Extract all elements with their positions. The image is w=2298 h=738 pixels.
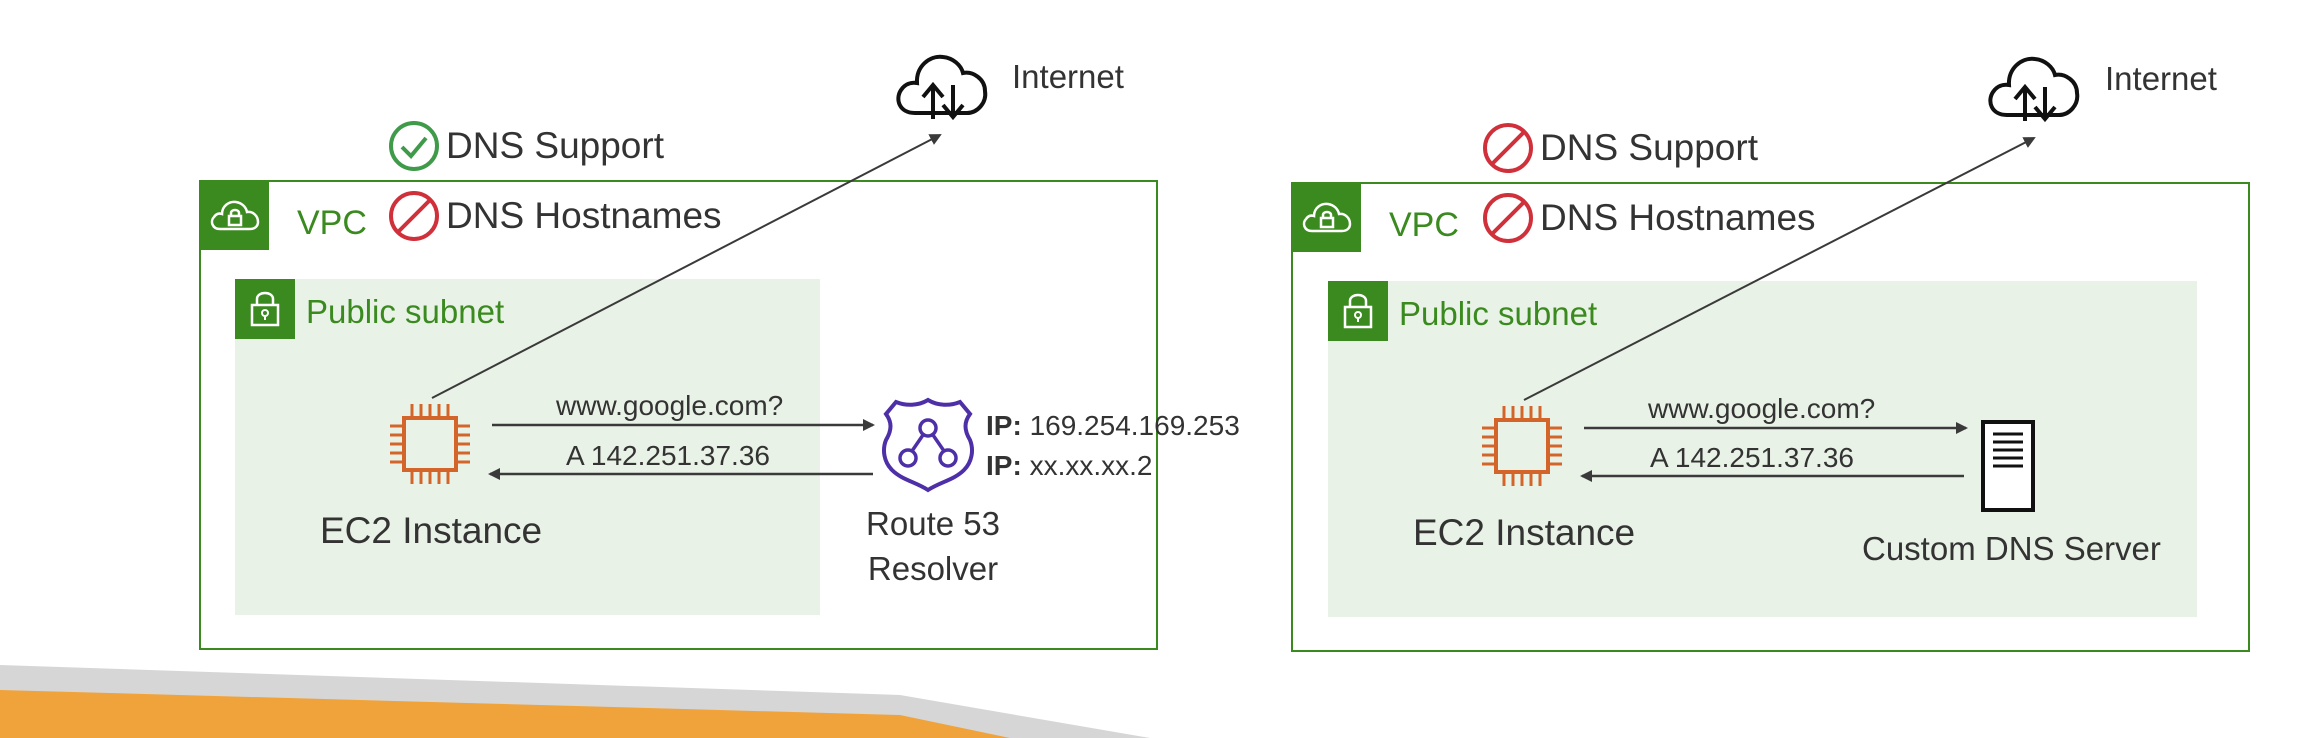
prohibited-icon bbox=[389, 191, 439, 241]
ec2-chip-icon bbox=[1482, 406, 1562, 486]
resolver-label-line1: Route 53 bbox=[866, 505, 1000, 542]
cloud-upload-download-icon bbox=[1988, 56, 2080, 123]
vpc-badge bbox=[1291, 182, 1361, 252]
public-subnet-box: Public subnet bbox=[1328, 281, 2197, 617]
vpc-label: VPC bbox=[297, 204, 367, 242]
cloud-upload-download-icon bbox=[896, 54, 988, 121]
dns-support-flag: DNS Support bbox=[1482, 122, 1758, 174]
answer-label: A 142.251.37.36 bbox=[566, 440, 770, 471]
internet-label: Internet bbox=[1012, 58, 1124, 95]
ec2-instance-label: EC2 Instance bbox=[320, 510, 543, 551]
subnet-lock-icon bbox=[1343, 293, 1373, 329]
dns-support-label: DNS Support bbox=[446, 125, 664, 166]
dns-hostnames-flag: DNS Hostnames bbox=[1482, 192, 1816, 244]
dns-support-flag: DNS Support bbox=[388, 120, 664, 172]
vpc-box: VPC bbox=[1291, 182, 2250, 652]
vpc-badge bbox=[199, 180, 269, 250]
public-subnet-box: Public subnet bbox=[235, 279, 820, 615]
resolver-ip-2: IP: xx.xx.xx.2 bbox=[986, 450, 1152, 482]
prohibited-icon bbox=[1483, 193, 1533, 243]
ec2-instance-label: EC2 Instance bbox=[1413, 512, 1636, 553]
route53-resolver-shield-icon bbox=[882, 397, 974, 493]
arrow-to-internet bbox=[1523, 137, 2036, 401]
vpc-box: VPC bbox=[199, 180, 1158, 650]
subnet-badge bbox=[1328, 281, 1388, 341]
resolver-ip-1: IP: 169.254.169.253 bbox=[986, 410, 1240, 442]
server-icon bbox=[1981, 420, 2035, 512]
dns-hostnames-flag: DNS Hostnames bbox=[388, 190, 722, 242]
subnet-label: Public subnet bbox=[1399, 295, 1598, 332]
subnet-label: Public subnet bbox=[306, 293, 505, 330]
check-circle-icon bbox=[389, 121, 439, 171]
dns-hostnames-label: DNS Hostnames bbox=[446, 195, 722, 236]
query-label: www.google.com? bbox=[556, 390, 784, 421]
subnet-badge bbox=[235, 279, 295, 339]
custom-dns-server-label: Custom DNS Server bbox=[1862, 530, 2161, 567]
prohibited-icon bbox=[1483, 123, 1533, 173]
subnet-lock-icon bbox=[250, 291, 280, 327]
ip-key: IP: bbox=[986, 410, 1022, 441]
ip-value: 169.254.169.253 bbox=[1029, 410, 1240, 441]
dns-support-label: DNS Support bbox=[1540, 127, 1758, 168]
internet-label: Internet bbox=[2105, 60, 2217, 97]
vpc-label: VPC bbox=[1389, 206, 1459, 244]
ip-value: xx.xx.xx.2 bbox=[1029, 450, 1153, 481]
vpc-cloud-lock-icon bbox=[210, 200, 260, 231]
vpc-cloud-lock-icon bbox=[1302, 202, 1352, 233]
resolver-label-line2: Resolver bbox=[867, 550, 999, 587]
answer-label: A 142.251.37.36 bbox=[1650, 442, 1854, 473]
dns-hostnames-label: DNS Hostnames bbox=[1540, 197, 1816, 238]
ip-key: IP: bbox=[986, 450, 1022, 481]
arrow-to-internet bbox=[431, 134, 942, 399]
query-label: www.google.com? bbox=[1648, 393, 1876, 424]
ec2-chip-icon bbox=[390, 404, 470, 484]
